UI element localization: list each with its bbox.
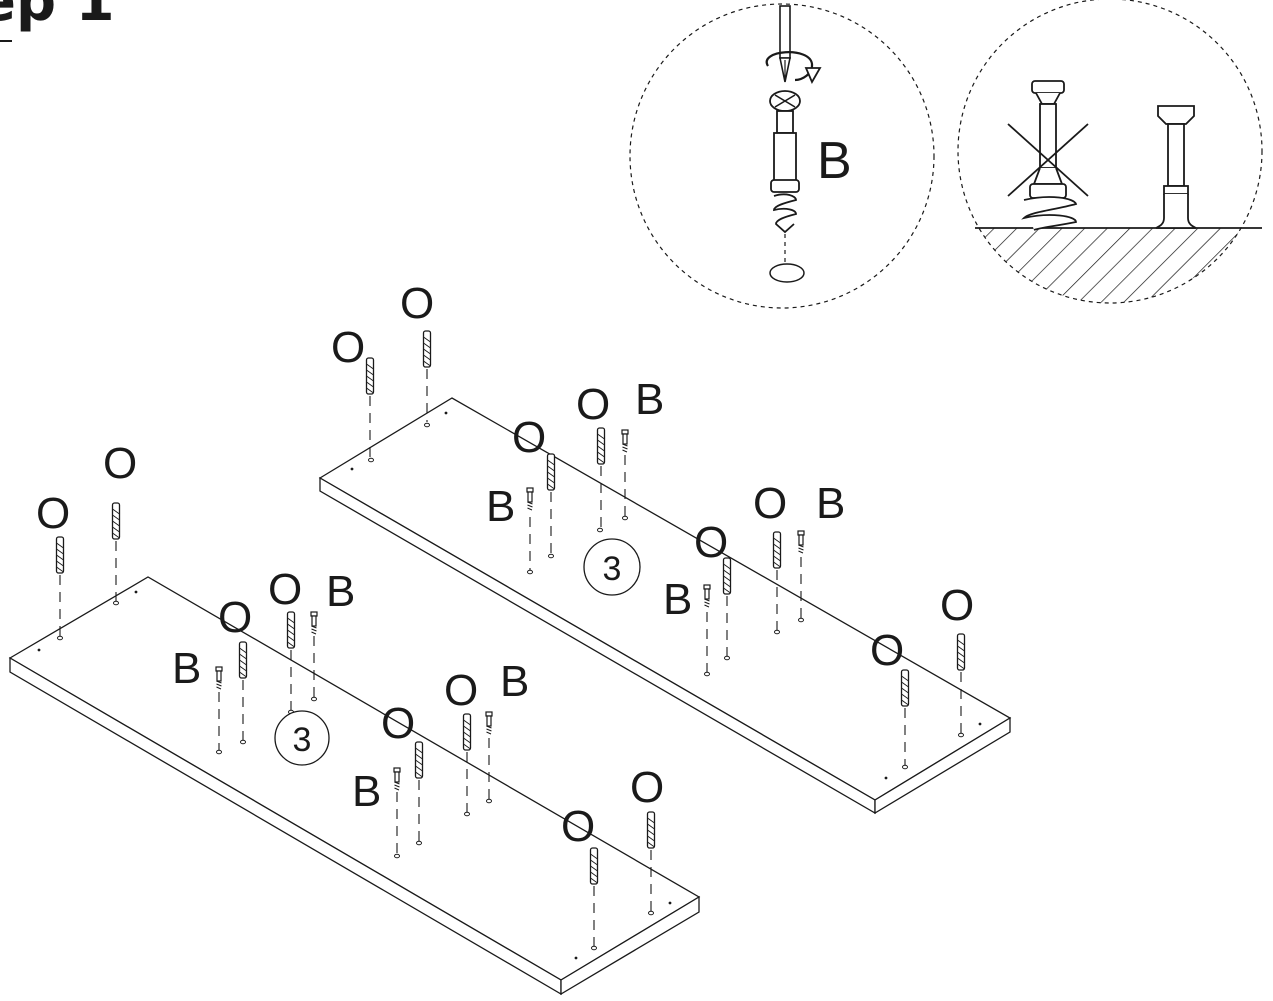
cam-bolt-label: B [816, 479, 845, 528]
step-title: ep 1 [0, 0, 115, 34]
cam-bolt-label: B [500, 657, 529, 706]
cam-bolt-label: B [663, 575, 692, 624]
dowel-label: O [576, 380, 610, 429]
cross-mark-icon [1007, 123, 1089, 197]
dowel-label: O [694, 518, 728, 567]
dowel-label: O [331, 323, 365, 372]
cam-bolt-label: B [172, 644, 201, 693]
quantity-badge [274, 710, 330, 766]
detail-screwing-cam-bolt: B [629, 3, 935, 309]
dowel-label: O [381, 699, 415, 748]
board-panel-lower: O O O O B B O O B B O O 3 [8, 439, 701, 996]
dowel-label: O [940, 581, 974, 630]
rotate-arrow-icon [765, 51, 822, 85]
quantity-badge [583, 538, 641, 596]
dowel-label: O [561, 802, 595, 851]
quantity-label: 3 [293, 721, 312, 759]
cam-bolt-label: B [326, 567, 355, 616]
screwdriver-icon [779, 5, 791, 83]
dowel-label: O [753, 479, 787, 528]
incorrect-bolt-icon [1021, 80, 1078, 231]
cam-bolt-icon [769, 90, 805, 283]
detail-bolt-depth [957, 0, 1263, 304]
dowel-label: O [400, 279, 434, 328]
dowel-label: O [218, 593, 252, 642]
dowel-label: O [36, 489, 70, 538]
detail-part-label: B [817, 132, 852, 190]
dowel-label: O [512, 413, 546, 462]
step-underline [0, 40, 12, 42]
dowel-label: O [630, 763, 664, 812]
dowel-label: O [870, 626, 904, 675]
cam-bolt-label: B [486, 482, 515, 531]
quantity-label: 3 [603, 550, 622, 588]
dowel-label: O [103, 439, 137, 488]
cam-bolt-label: B [352, 767, 381, 816]
cam-bolt-label: B [635, 375, 664, 424]
board-panel-upper: O O O O B B O O B B O O 3 [318, 279, 1012, 815]
correct-bolt-icon [1155, 105, 1197, 229]
dowel-label: O [444, 666, 478, 715]
dowel-label: O [268, 565, 302, 614]
